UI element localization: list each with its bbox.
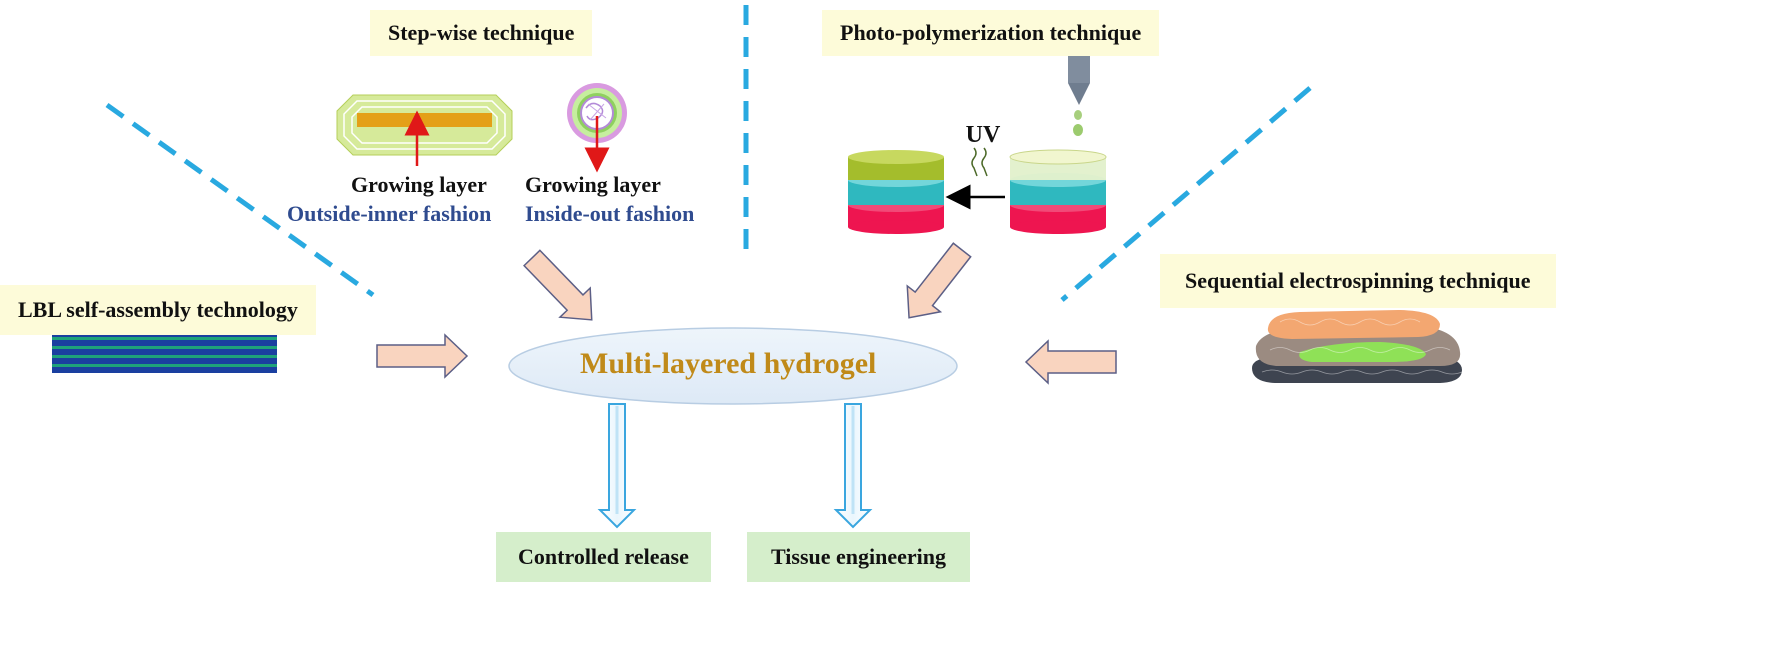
layered-cylinder-result-icon bbox=[848, 150, 944, 234]
inside-out-fashion-label: Inside-out fashion bbox=[525, 201, 695, 226]
uv-rays-icon bbox=[971, 147, 988, 177]
photo-to-hydrogel-arrow bbox=[906, 242, 972, 319]
syringe-icon bbox=[1068, 55, 1090, 136]
to-controlled-release-arrow bbox=[597, 403, 637, 529]
lbl-layers-icon bbox=[52, 332, 277, 373]
growing-layer-right-label: Growing layer bbox=[525, 172, 661, 197]
multi-layered-hydrogel-label: Multi-layered hydrogel bbox=[580, 347, 877, 380]
stepwise-technique-label: Step-wise technique bbox=[370, 10, 593, 56]
electrospinning-to-hydrogel-arrow bbox=[1024, 339, 1117, 385]
outside-inner-layer-icon bbox=[336, 94, 513, 166]
stepwise-to-hydrogel-arrow bbox=[523, 249, 593, 321]
layered-cylinder-source-icon bbox=[1009, 149, 1107, 234]
uv-label: UV bbox=[966, 122, 1001, 148]
photo-polymerization-technique-label: Photo-polymerization technique bbox=[822, 10, 1160, 56]
outside-inner-fashion-label: Outside-inner fashion bbox=[287, 201, 492, 226]
divider-left bbox=[105, 102, 375, 298]
inside-out-layer-icon bbox=[567, 83, 627, 173]
sequential-electrospinning-label: Sequential electrospinning technique bbox=[1160, 254, 1556, 308]
lbl-self-assembly-label: LBL self-assembly technology bbox=[0, 285, 316, 335]
lbl-to-hydrogel-arrow bbox=[376, 333, 469, 379]
to-tissue-engineering-arrow bbox=[833, 403, 873, 529]
hydrogel-ellipse bbox=[508, 327, 958, 405]
controlled-release-label: Controlled release bbox=[496, 532, 711, 582]
divider-right bbox=[1060, 86, 1312, 302]
growing-layer-left-label: Growing layer bbox=[351, 172, 487, 197]
tissue-engineering-label: Tissue engineering bbox=[747, 532, 971, 582]
electrospun-mat-icon bbox=[1252, 310, 1463, 383]
